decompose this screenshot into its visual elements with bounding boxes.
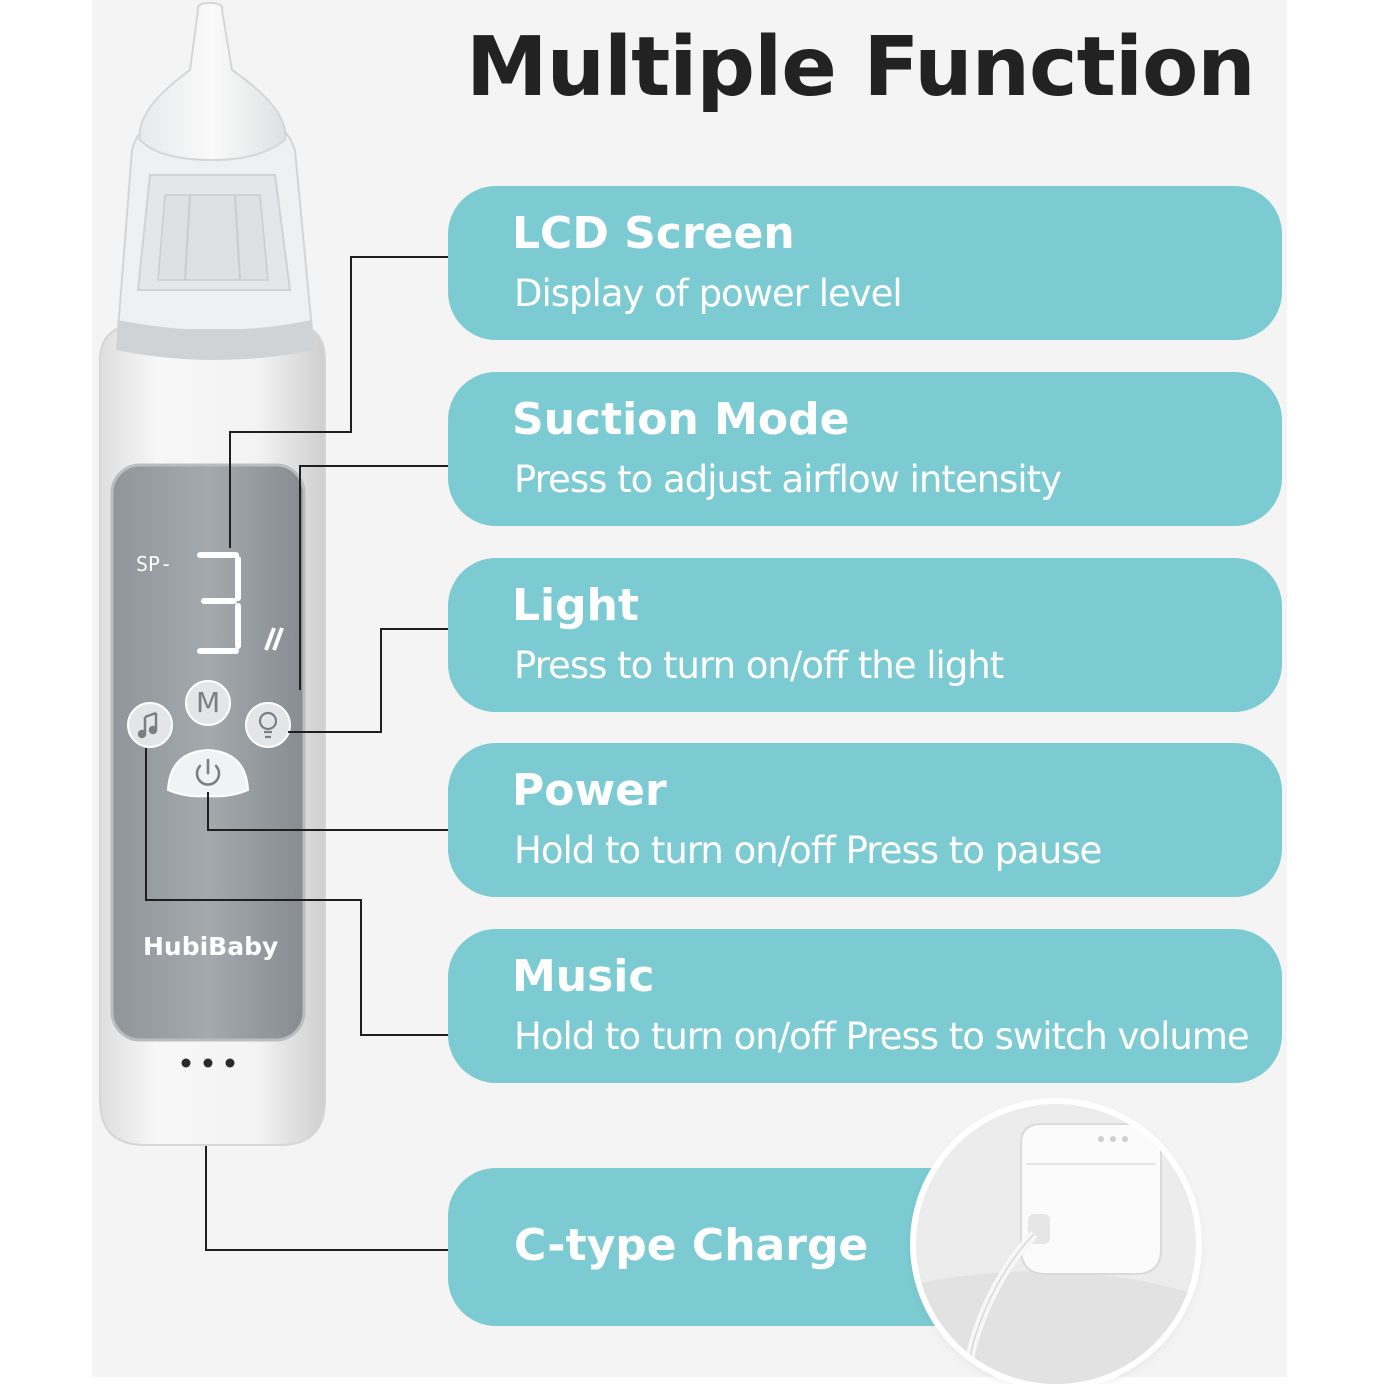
feature-title: LCD Screen	[512, 208, 795, 259]
feature-description: Hold to turn on/off Press to switch volu…	[514, 1015, 1250, 1058]
charging-photo	[916, 1104, 1196, 1384]
feature-card-lcd-screen: LCD Screen Display of power level	[448, 186, 1282, 340]
mode-button-label: M	[196, 686, 221, 719]
feature-card-power: Power Hold to turn on/off Press to pause	[448, 743, 1282, 897]
feature-title: Suction Mode	[512, 394, 850, 445]
feature-title: Music	[512, 951, 655, 1002]
feature-description: Press to adjust airflow intensity	[514, 458, 1062, 501]
lcd-mode-label: SP-	[136, 552, 173, 576]
brand-logo: HubiBaby	[143, 932, 279, 961]
feature-title: Light	[512, 580, 639, 631]
feature-card-light: Light Press to turn on/off the light	[448, 558, 1282, 712]
feature-card-suction-mode: Suction Mode Press to adjust airflow int…	[448, 372, 1282, 526]
feature-card-music: Music Hold to turn on/off Press to switc…	[448, 929, 1282, 1083]
feature-title: C-type Charge	[514, 1220, 869, 1271]
page-title: Multiple Function	[466, 20, 1256, 115]
feature-description: Hold to turn on/off Press to pause	[514, 829, 1102, 872]
feature-title: Power	[512, 765, 667, 816]
lcd-digit	[197, 552, 241, 654]
feature-description: Press to turn on/off the light	[514, 644, 1004, 687]
feature-description: Display of power level	[514, 272, 903, 315]
